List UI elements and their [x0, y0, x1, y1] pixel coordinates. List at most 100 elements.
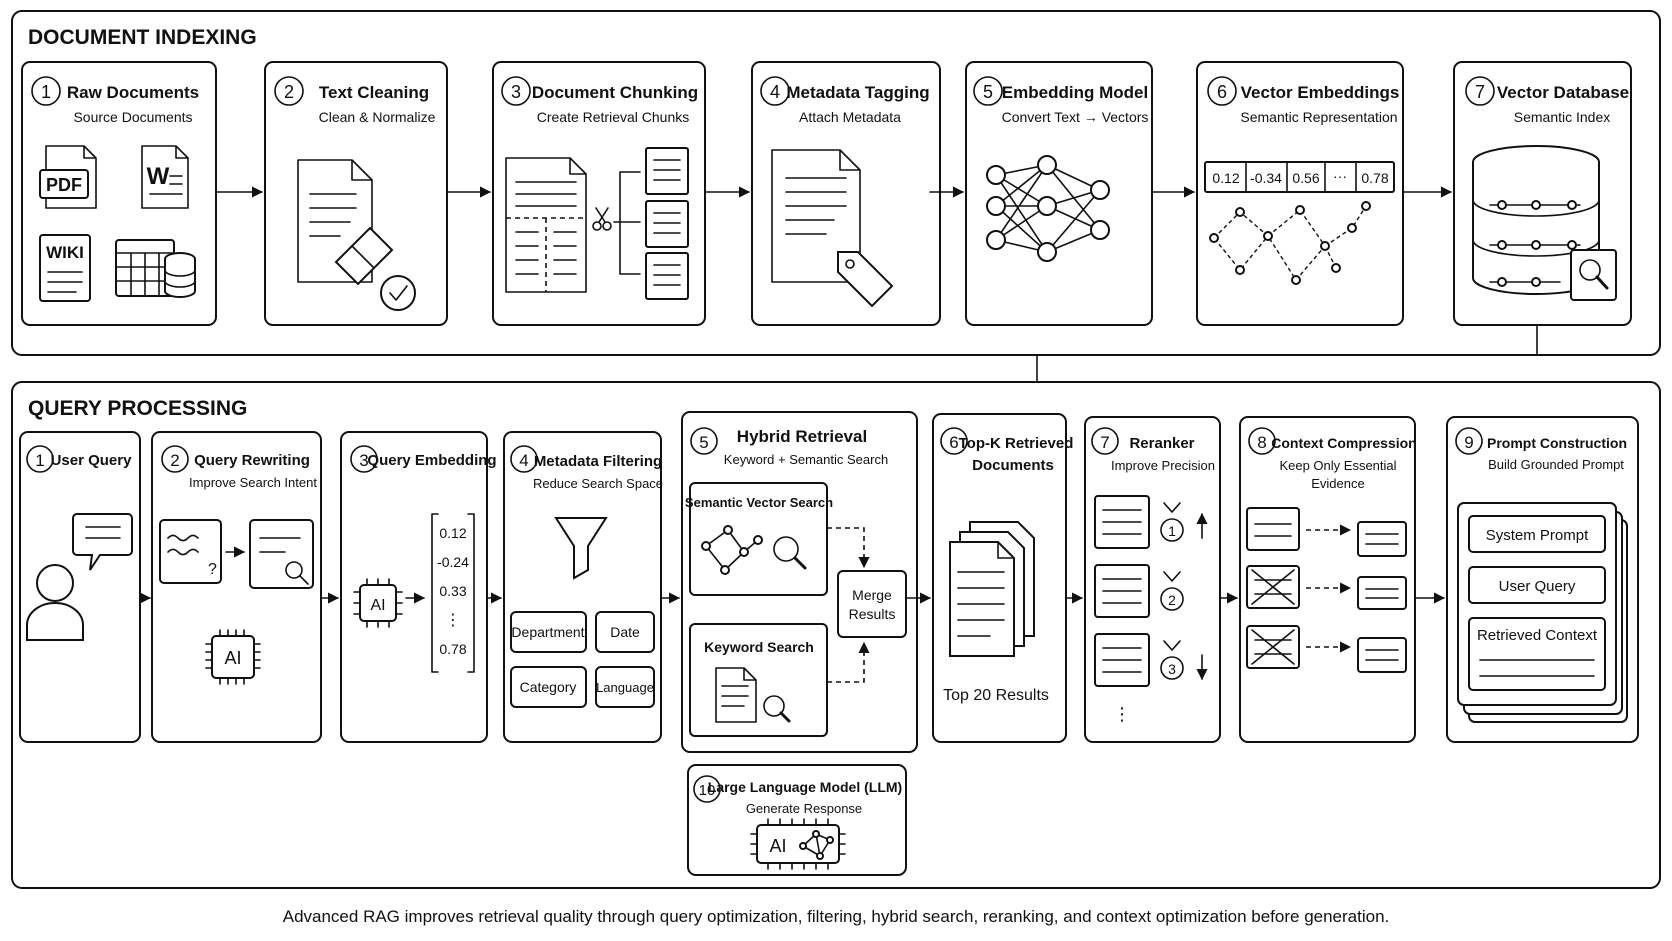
- step-subtitle: Improve Search Intent: [189, 475, 317, 490]
- prompt-stack: System Prompt User Query Retrieved Conte…: [1457, 502, 1628, 723]
- query-step-6: 6 Top-K Retrieved Documents Top 20 Resul…: [932, 413, 1073, 743]
- step-title: Large Language Model (LLM): [708, 779, 902, 795]
- vector-value: -0.24: [437, 554, 469, 570]
- neural-network-icon: [986, 155, 1110, 262]
- step-title: User Query: [51, 452, 133, 469]
- index-step-2: 2 Text Cleaning Clean & Normalize: [264, 61, 448, 326]
- svg-text:WIKI: WIKI: [46, 243, 84, 262]
- scissors-icon: [592, 207, 612, 231]
- index-step-5: 5 Embedding Model Convert Text → Vectors: [965, 61, 1153, 326]
- svg-text:3: 3: [359, 451, 368, 470]
- svg-text:Merge: Merge: [852, 587, 892, 603]
- prompt-part-context: Retrieved Context: [1477, 627, 1598, 644]
- svg-text:3: 3: [511, 82, 521, 102]
- step-subtitle: Clean & Normalize: [319, 109, 436, 125]
- chunk-branches: [613, 147, 689, 300]
- query-step-2: 2 Query Rewriting Improve Search Intent …: [151, 431, 322, 743]
- query-step-8: 8 Context Compression Keep Only Essentia…: [1239, 416, 1417, 743]
- step-title: Text Cleaning: [319, 83, 429, 102]
- step-title: Hybrid Retrieval: [737, 427, 867, 446]
- step-subtitle: Attach Metadata: [799, 109, 901, 125]
- filter-funnel-icon: [554, 517, 608, 580]
- spreadsheet-database-icon: [115, 239, 196, 298]
- svg-text:3: 3: [1168, 661, 1176, 677]
- step-title: Metadata Tagging: [786, 83, 929, 102]
- word-document-icon: W: [141, 145, 189, 209]
- step-title: Embedding Model: [1002, 83, 1148, 102]
- step-title: Raw Documents: [67, 83, 199, 102]
- svg-text:9: 9: [1464, 433, 1473, 452]
- step-title: Document Chunking: [532, 83, 698, 102]
- vector-value: 0.78: [1361, 170, 1388, 186]
- svg-text:7: 7: [1100, 433, 1109, 452]
- svg-text:5: 5: [699, 433, 708, 452]
- query-step-1: 1 User Query: [19, 431, 141, 743]
- svg-text:6: 6: [1217, 82, 1227, 102]
- vector-value: -0.34: [1250, 170, 1282, 186]
- step-subtitle: Build Grounded Prompt: [1488, 457, 1624, 472]
- svg-text:1: 1: [41, 82, 51, 102]
- query-step-7: 7 Reranker Improve Precision ⋮ 1 2: [1084, 416, 1221, 743]
- index-step-3: 3 Document Chunking Create Retrieval Chu…: [492, 61, 706, 326]
- embedding-scatter-icon: [1209, 201, 1371, 285]
- document-stack-icon: [949, 521, 1035, 657]
- indexing-section: DOCUMENT INDEXING 1 Raw Documents Source…: [11, 10, 1661, 356]
- vector-value: 0.78: [439, 641, 466, 657]
- prompt-part-user-query: User Query: [1499, 578, 1576, 595]
- vector-value: 0.33: [439, 583, 466, 599]
- svg-text:2: 2: [284, 82, 294, 102]
- vector-value: ···: [1333, 168, 1347, 184]
- svg-text:AI: AI: [370, 597, 385, 614]
- ai-chip-network-icon: AI: [750, 818, 846, 870]
- svg-text:1: 1: [1168, 523, 1176, 539]
- query-step-4: 4 Metadata Filtering Reduce Search Space…: [503, 431, 663, 743]
- svg-text:Results: Results: [849, 606, 896, 622]
- vector-value: 0.12: [439, 525, 466, 541]
- svg-text:5: 5: [983, 82, 993, 102]
- step-subtitle: Improve Precision: [1111, 458, 1215, 473]
- index-step-1: 1 Raw Documents Source Documents PDF W W…: [21, 61, 217, 326]
- query-section: QUERY PROCESSING 1 User Query 2 Query Re…: [11, 381, 1661, 889]
- query-step-10-llm: 10 Large Language Model (LLM) Generate R…: [687, 764, 907, 876]
- pdf-document-icon: PDF: [39, 145, 97, 209]
- svg-text:AI: AI: [224, 648, 241, 668]
- step-title: Vector Database: [1497, 83, 1629, 102]
- user-chat-icon: [26, 513, 133, 641]
- filter-chip: Date: [610, 624, 640, 640]
- vector-database-icon: [1472, 145, 1617, 301]
- filter-chip: Department: [511, 624, 584, 640]
- svg-text:Semantic Vector Search: Semantic Vector Search: [685, 495, 833, 510]
- vector-value: ⋮: [445, 612, 461, 629]
- vector-value: 0.56: [1292, 170, 1319, 186]
- chunking-document-icon: [505, 157, 587, 293]
- step-subtitle: Convert Text → Vectors: [1002, 109, 1149, 125]
- svg-text:⋮: ⋮: [1113, 704, 1131, 724]
- diagram-caption: Advanced RAG improves retrieval quality …: [283, 907, 1390, 926]
- step-subtitle: Keep Only Essential: [1279, 458, 1396, 473]
- index-step-7: 7 Vector Database Semantic Index: [1453, 61, 1632, 326]
- ai-chip-icon: AI: [353, 578, 403, 628]
- top-k-results-label: Top 20 Results: [943, 687, 1049, 704]
- step-title: Context Compression: [1271, 435, 1416, 451]
- wiki-document-icon: WIKI: [39, 234, 91, 302]
- tagged-document-icon: [771, 149, 894, 308]
- step-subtitle: Semantic Index: [1514, 109, 1611, 125]
- step-title: Vector Embeddings: [1241, 83, 1400, 102]
- svg-text:6: 6: [949, 433, 958, 452]
- merge-results-box: Merge Results: [837, 570, 907, 638]
- svg-text:7: 7: [1475, 82, 1485, 102]
- step-subtitle: Semantic Representation: [1240, 109, 1397, 125]
- rank-medals: 1 2 3: [1160, 502, 1208, 681]
- svg-text:?: ?: [208, 561, 217, 578]
- query-step-9: 9 Prompt Construction Build Grounded Pro…: [1446, 416, 1639, 743]
- step-subtitle: Generate Response: [746, 801, 862, 816]
- svg-text:1: 1: [35, 451, 44, 470]
- svg-text:10: 10: [699, 782, 716, 799]
- svg-text:PDF: PDF: [46, 175, 82, 195]
- index-step-6: 6 Vector Embeddings Semantic Representat…: [1196, 61, 1404, 326]
- compression-rows: [1246, 507, 1407, 673]
- svg-text:AI: AI: [769, 836, 786, 856]
- query-section-title: QUERY PROCESSING: [28, 397, 247, 420]
- rewrite-query-icon: ?: [159, 519, 314, 589]
